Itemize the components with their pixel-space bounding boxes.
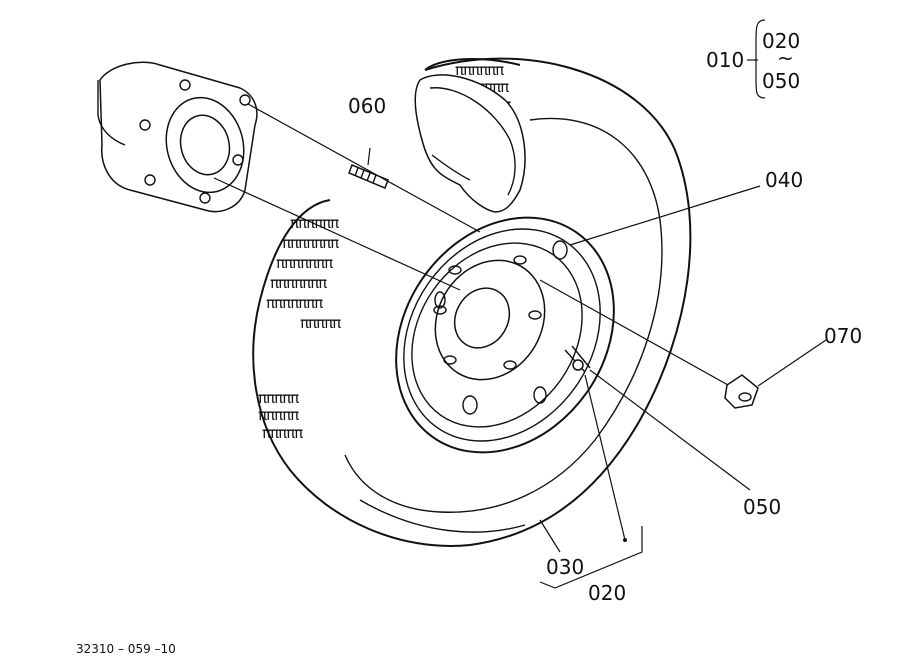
label-050-range: 050 [762, 69, 800, 93]
label-070: 070 [824, 324, 862, 348]
tread-pattern: πππππ [262, 424, 303, 442]
tread-pattern: πππππππ [266, 294, 323, 312]
wheel-hub [97, 61, 258, 213]
tread-pattern: πππππ [258, 389, 299, 407]
inner-tube [414, 74, 526, 213]
range-mark: ~ [777, 46, 794, 70]
tread-pattern: πππππππ [282, 234, 339, 252]
leader-dot [623, 538, 627, 542]
label-060: 060 [348, 94, 386, 118]
tread-pattern: πππππ [258, 406, 299, 424]
label-030: 030 [546, 555, 584, 579]
label-040: 040 [765, 168, 803, 192]
part-labels: 010 020 ~ 050 060 040 070 050 030 020 32… [76, 29, 862, 656]
label-020: 020 [588, 581, 626, 605]
figure-code: 32310 – 059 –10 [76, 642, 176, 656]
wheel-nut [724, 374, 759, 409]
label-050: 050 [743, 495, 781, 519]
label-010: 010 [706, 48, 744, 72]
tread-pattern: πππππππ [276, 254, 333, 272]
label-020-range: 020 [762, 29, 800, 53]
wheel-rim [395, 216, 615, 454]
stud-bolt [348, 164, 389, 189]
tread-pattern: ππππππ [290, 214, 339, 232]
tread-pattern: ππππππ [455, 61, 504, 79]
tread-pattern: πππππππ [270, 274, 327, 292]
leader-lines [213, 19, 827, 589]
tread-pattern: πππππ [300, 314, 341, 332]
